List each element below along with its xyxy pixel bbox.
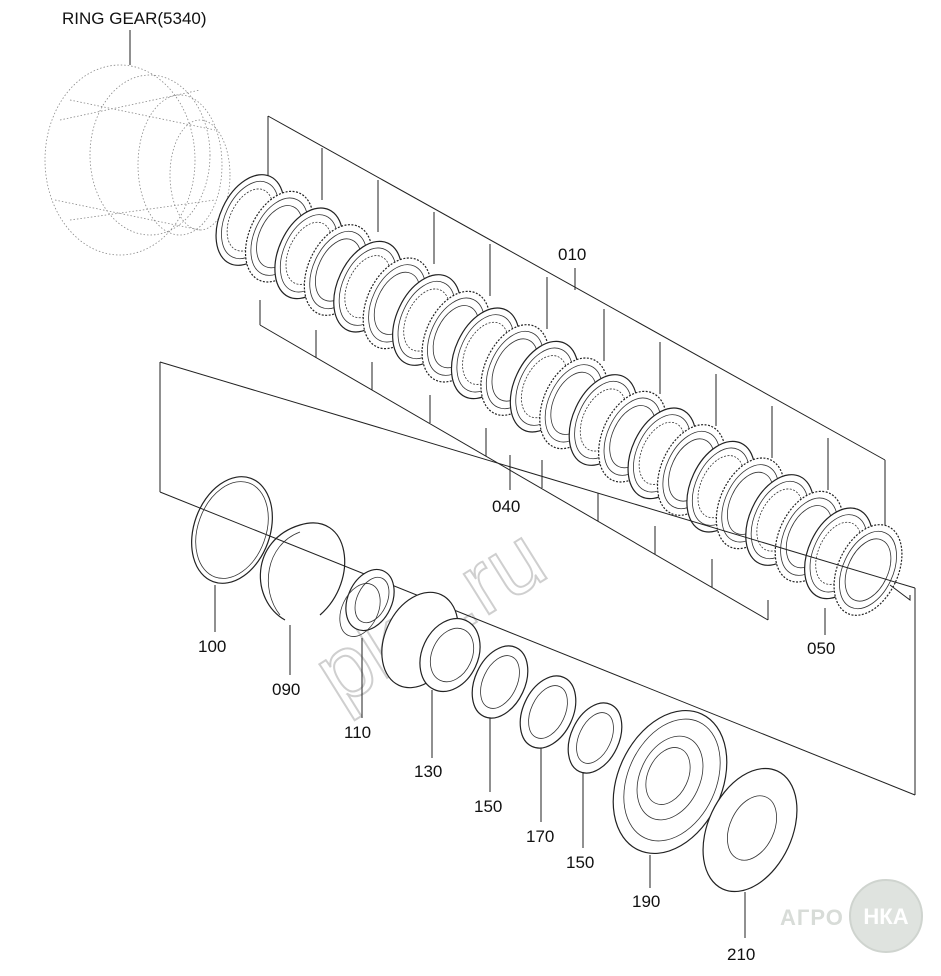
label-130: 130	[414, 762, 442, 781]
label-170: 170	[526, 827, 554, 846]
logo-text-left: АГРО	[780, 905, 844, 930]
label-150-a: 150	[474, 797, 502, 816]
clutch-discs	[215, 174, 903, 616]
label-190: 190	[632, 892, 660, 911]
label-040: 040	[492, 497, 520, 516]
logo-circle	[849, 879, 923, 953]
leader-lines	[214, 268, 911, 938]
ring-gear-drawing	[44, 64, 231, 256]
part-170-washer	[519, 675, 577, 749]
part-150-washer-a	[471, 645, 529, 719]
label-100: 100	[198, 637, 226, 656]
lower-assembly-frame	[159, 361, 916, 796]
logo-text-right: НКА	[863, 904, 908, 929]
clutch-pack-frame	[259, 115, 886, 621]
part-210-washer	[702, 767, 798, 893]
agronka-logo: АГРО НКА	[780, 879, 923, 953]
clutch-disc	[833, 524, 903, 616]
label-050: 050	[807, 639, 835, 658]
part-110-bushing	[339, 568, 395, 637]
part-090-snap-ring	[259, 522, 346, 621]
ring-gear-label: RING GEAR(5340)	[62, 9, 207, 28]
label-150-b: 150	[566, 853, 594, 872]
part-100-ring	[191, 476, 273, 584]
label-010: 010	[558, 245, 586, 264]
label-210: 210	[727, 945, 755, 964]
part-150-washer-b	[567, 702, 623, 774]
label-090: 090	[272, 680, 300, 699]
part-labels: 010 040 050 100 090 110 130 150 170 150 …	[198, 245, 835, 964]
part-130-piston	[381, 591, 481, 693]
label-110: 110	[344, 723, 371, 742]
